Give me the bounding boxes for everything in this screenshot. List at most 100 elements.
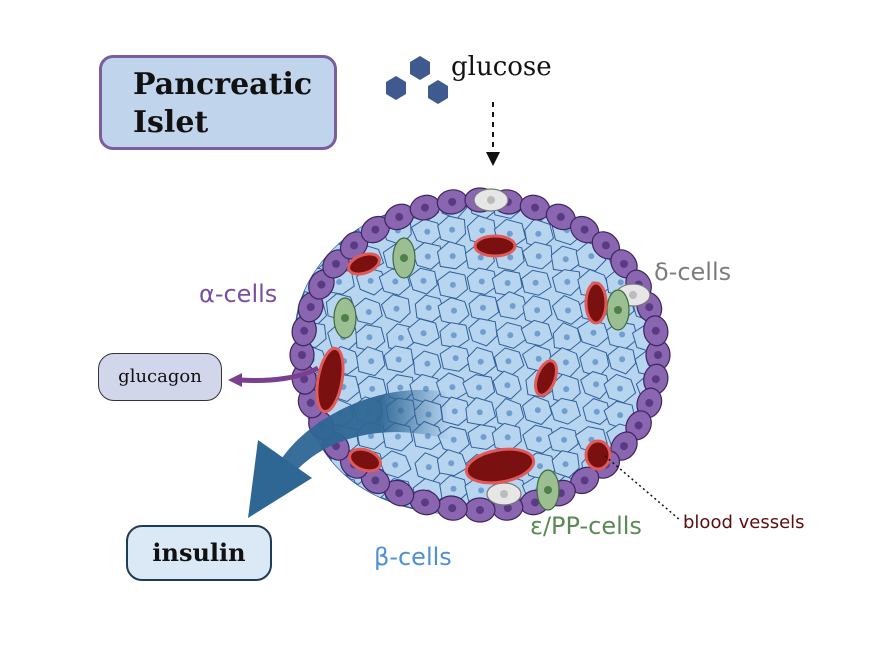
beta-cell-nucleus: [393, 305, 400, 312]
beta-cell-nucleus: [678, 436, 684, 442]
beta-cell-nucleus: [477, 358, 484, 365]
glucose-arrow: [486, 102, 500, 166]
beta-cell: [631, 217, 661, 247]
beta-cell-nucleus: [338, 513, 345, 515]
beta-cell-nucleus: [425, 304, 432, 311]
beta-cell-nucleus: [534, 407, 541, 414]
delta-cell: [473, 188, 509, 212]
epsilon-pp-cell: [536, 469, 560, 511]
beta-cell: [295, 213, 327, 242]
beta-cell-nucleus: [338, 487, 345, 494]
beta-cell-nucleus: [449, 281, 456, 288]
beta-cell-nucleus: [565, 307, 571, 314]
beta-cell: [299, 500, 330, 515]
epsilon-pp-cell: [333, 297, 357, 339]
beta-cell-nucleus: [392, 278, 399, 285]
beta-cell: [298, 198, 329, 219]
beta-cell-nucleus: [365, 309, 372, 315]
alpha-cell: [360, 466, 391, 495]
beta-cell-nucleus: [563, 334, 570, 341]
beta-cell: [633, 198, 661, 222]
beta-cell-nucleus: [678, 409, 684, 415]
beta-cell-nucleus: [619, 356, 626, 363]
beta-cell-nucleus: [564, 278, 571, 285]
alpha-cell: [545, 203, 576, 231]
beta-cell-nucleus: [644, 459, 651, 466]
beta-cell-nucleus: [310, 252, 317, 259]
beta-cell-nucleus: [449, 384, 456, 391]
beta-cell-nucleus: [339, 201, 346, 208]
beta-cell: [632, 448, 661, 477]
beta-cell-nucleus: [617, 412, 624, 419]
beta-cell-nucleus: [311, 463, 318, 469]
blood-vessel: [315, 346, 345, 414]
beta-cell: [664, 454, 693, 479]
beta-cell: [636, 473, 661, 503]
title-box: Pancreatic Islet: [99, 55, 337, 150]
beta-cell-nucleus: [480, 304, 486, 311]
beta-cell-nucleus: [534, 307, 541, 314]
alpha-cell: [569, 215, 600, 244]
beta-cell-nucleus: [393, 513, 400, 515]
beta-cell-nucleus: [451, 307, 457, 314]
beta-cell-nucleus: [562, 256, 569, 263]
beta-cell-nucleus: [420, 277, 427, 284]
blood-vessel: [347, 252, 381, 276]
blood-vessel: [464, 447, 536, 485]
beta-cell-nucleus: [593, 408, 600, 415]
alpha-cell: [643, 315, 669, 347]
beta-cell-nucleus: [672, 331, 678, 337]
beta-cell-nucleus: [368, 358, 375, 365]
beta-cell: [353, 501, 384, 515]
beta-cell-nucleus: [420, 330, 427, 337]
beta-cell-nucleus: [449, 253, 456, 260]
beta-cell-nucleus: [336, 278, 343, 285]
beta-cell-nucleus: [504, 280, 511, 286]
beta-cell-nucleus: [590, 329, 597, 336]
beta-cell-nucleus: [506, 410, 513, 417]
blood-vessel: [348, 447, 382, 473]
beta-cell-nucleus: [617, 279, 624, 286]
epsilon-pp-cell: [606, 289, 630, 331]
glucose-hexagon: [386, 76, 406, 100]
glucagon-arrow: [228, 365, 320, 387]
beta-cell-nucleus: [507, 254, 514, 261]
alpha-cell: [591, 231, 621, 260]
beta-cell-nucleus: [645, 228, 652, 235]
beta-cell-nucleus: [309, 225, 315, 232]
beta-cell: [603, 474, 635, 503]
beta-cell: [665, 398, 696, 425]
beta-cells-label: β-cells: [374, 543, 452, 571]
islet: [289, 187, 696, 523]
beta-cell-nucleus: [561, 436, 568, 443]
beta-cell-nucleus: [532, 279, 539, 286]
beta-cell: [658, 198, 661, 218]
blood-vessels-label: blood vessels: [683, 512, 805, 533]
beta-cell-nucleus: [505, 358, 512, 365]
beta-cell-nucleus: [397, 384, 404, 391]
beta-cell-nucleus: [478, 487, 485, 494]
beta-cell-nucleus: [452, 355, 459, 362]
beta-cell-nucleus: [397, 334, 404, 341]
beta-cell-nucleus: [395, 356, 402, 363]
beta-cell-nucleus: [646, 204, 653, 211]
beta-cell: [658, 479, 661, 507]
beta-cell-nucleus: [394, 433, 401, 440]
beta-cell-nucleus: [424, 253, 431, 260]
beta-cell-nucleus: [450, 485, 457, 492]
beta-cell: [328, 198, 358, 220]
beta-cell-nucleus: [617, 204, 624, 211]
beta-cell-nucleus: [392, 461, 399, 468]
beta-cell-nucleus: [535, 355, 542, 362]
beta-cell-nucleus: [619, 331, 626, 338]
beta-cell-nucleus: [448, 460, 455, 467]
beta-cell-nucleus: [561, 408, 568, 415]
beta-cell-nucleus: [588, 253, 595, 260]
beta-cell-nucleus: [478, 278, 485, 285]
beta-cell-nucleus: [366, 334, 373, 341]
glucose-hexagon: [410, 56, 430, 80]
beta-cell-nucleus: [672, 200, 678, 206]
beta-cell-nucleus: [675, 359, 681, 365]
